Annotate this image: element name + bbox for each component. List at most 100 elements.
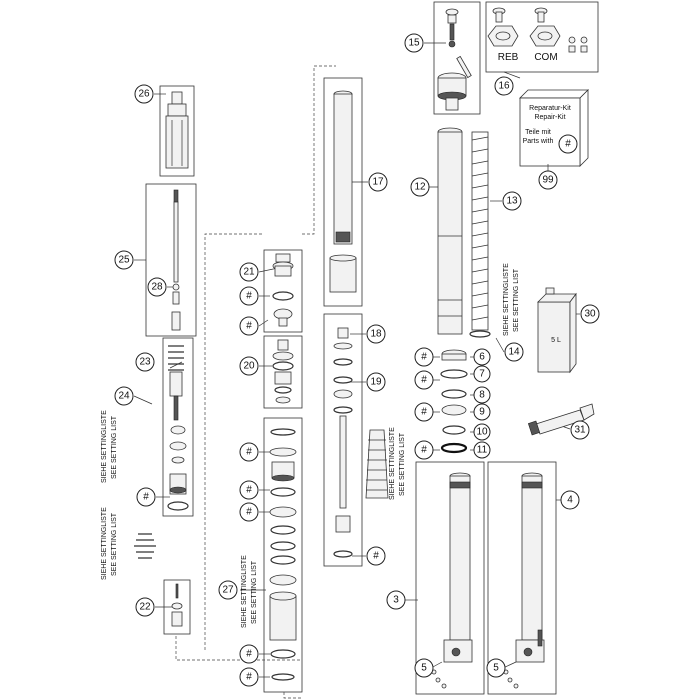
svg-text:#: # — [246, 672, 252, 683]
svg-text:26: 26 — [138, 89, 150, 100]
callout-21: 21 — [239, 262, 259, 282]
svg-text:#: # — [421, 375, 427, 386]
setting-note-5: SIEHE SETTINGLISTE SEE SETTING LIST — [503, 263, 520, 336]
part-13-spring — [469, 131, 491, 338]
callout-27: 27 — [218, 580, 238, 600]
callout-hash-23: # — [136, 487, 156, 507]
see-text: SEE SETTING LIST — [513, 268, 520, 332]
box-27 — [263, 417, 303, 693]
callout-28: 28 — [147, 277, 167, 297]
svg-text:#: # — [143, 492, 149, 503]
callout-24: 24 — [114, 386, 134, 406]
dash-link-4 — [283, 692, 302, 699]
callout-19: 19 — [366, 372, 386, 392]
part-21 — [272, 253, 294, 327]
dash-link-3 — [302, 65, 336, 235]
part-22 — [171, 583, 183, 627]
svg-text:22: 22 — [139, 602, 151, 613]
svg-text:6: 6 — [479, 352, 485, 363]
svg-text:10: 10 — [476, 427, 488, 438]
svg-text:#: # — [373, 551, 379, 562]
callout-23: 23 — [135, 352, 155, 372]
svg-text:3: 3 — [393, 595, 399, 606]
callout-hash-6: # — [414, 347, 434, 367]
kit-parts: Parts with — [523, 138, 554, 145]
callout-hash-9: # — [414, 402, 434, 422]
callout-20: 20 — [239, 356, 259, 376]
svg-text:4: 4 — [567, 495, 573, 506]
callout-26: 26 — [134, 84, 154, 104]
svg-text:#: # — [421, 407, 427, 418]
part-30-oil-can: 5 L — [537, 287, 577, 374]
svg-text:#: # — [246, 447, 252, 458]
svg-text:#: # — [565, 139, 571, 150]
repair-kit-box — [519, 89, 589, 167]
box-17 — [323, 77, 363, 307]
svg-text:13: 13 — [506, 196, 518, 207]
callout-hash-11: # — [414, 440, 434, 460]
svg-text:19: 19 — [370, 377, 382, 388]
svg-text:16: 16 — [498, 81, 510, 92]
svg-text:#: # — [246, 507, 252, 518]
part-20 — [272, 339, 294, 404]
svg-text:23: 23 — [139, 357, 151, 368]
callout-15: 15 — [404, 33, 424, 53]
callout-22: 22 — [135, 597, 155, 617]
part-17-tube — [329, 90, 357, 293]
svg-text:#: # — [246, 291, 252, 302]
setting-note-2: SIEHE SETTINGLISTE SEE SETTING LIST — [101, 507, 118, 580]
siehe-text: SIEHE SETTINGLISTE — [101, 507, 108, 580]
box-26 — [159, 85, 195, 177]
box-21 — [263, 249, 303, 333]
siehe-text: SIEHE SETTINGLISTE — [503, 263, 510, 336]
callout-hash-27e: # — [239, 667, 259, 687]
svg-text:24: 24 — [118, 391, 130, 402]
see-text: SEE SETTING LIST — [111, 415, 118, 479]
svg-text:9: 9 — [479, 407, 485, 418]
callout-5b: 5 — [486, 658, 506, 678]
svg-text:#: # — [246, 485, 252, 496]
callout-4: 4 — [560, 490, 580, 510]
callout-hash-27c: # — [239, 502, 259, 522]
part-26 — [165, 91, 189, 169]
callout-99: 99 — [538, 170, 558, 190]
callout-13: 13 — [502, 191, 522, 211]
callout-hash-7: # — [414, 370, 434, 390]
callout-16: 16 — [494, 76, 514, 96]
callout-11: 11 — [473, 441, 491, 459]
callout-hash-27a: # — [239, 442, 259, 462]
part-15-cap-assembly — [437, 8, 472, 111]
setting-note-3: SIEHE SETTINGLISTE SEE SETTING LIST — [241, 555, 258, 628]
part-3-inner-tube — [431, 472, 473, 689]
repair-kit-text: Reparatur-Kit Repair-Kit Teile mit Parts… — [523, 105, 571, 145]
part-4-inner-tube — [503, 472, 545, 689]
box-3 — [415, 461, 485, 695]
label-com: COM — [534, 52, 557, 63]
part-25-piston-rod — [171, 189, 181, 331]
svg-text:15: 15 — [408, 38, 420, 49]
part-31-grease-tube — [527, 403, 595, 436]
svg-text:14: 14 — [508, 347, 520, 358]
svg-text:28: 28 — [151, 282, 163, 293]
svg-text:21: 21 — [243, 267, 255, 278]
dash-link-2 — [204, 233, 264, 650]
callout-hash-27b: # — [239, 480, 259, 500]
svg-text:7: 7 — [479, 369, 485, 380]
box-25 — [145, 183, 197, 337]
callout-12: 12 — [410, 177, 430, 197]
callout-8: 8 — [473, 386, 491, 404]
svg-text:11: 11 — [477, 445, 488, 456]
setting-note-4: SIEHE SETTINGLISTE SEE SETTING LIST — [389, 427, 406, 500]
box-15 — [433, 1, 481, 115]
callout-hash-21b: # — [239, 316, 259, 336]
see-text: SEE SETTING LIST — [251, 560, 258, 624]
callout-10: 10 — [473, 423, 491, 441]
svg-text:#: # — [246, 649, 252, 660]
siehe-text: SIEHE SETTINGLISTE — [241, 555, 248, 628]
see-text: SEE SETTING LIST — [111, 512, 118, 576]
part-19-stack — [333, 327, 389, 558]
kit-label-de: Reparatur-Kit — [529, 105, 571, 112]
svg-text:#: # — [246, 321, 252, 332]
callout-3: 3 — [386, 590, 406, 610]
